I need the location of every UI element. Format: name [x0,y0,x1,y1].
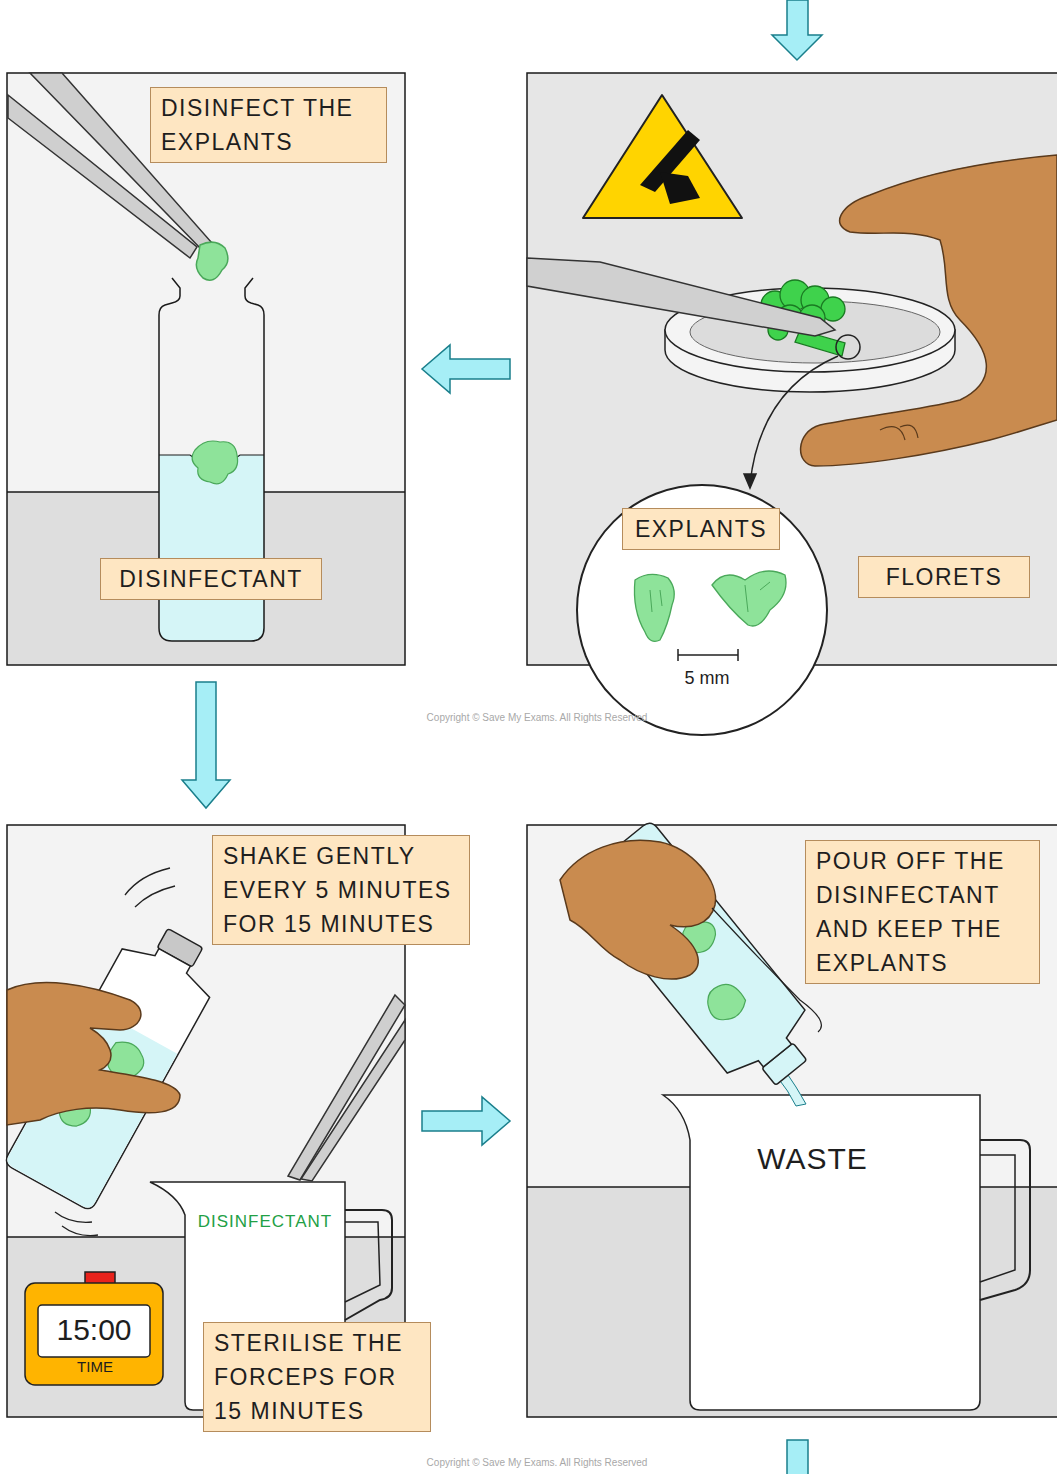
step-panel: POUR OFF THE DISINFECTANT AND KEEP THE E… [527,825,1057,1417]
step-instruction: FLORETS [858,556,1030,598]
panel-border [527,825,1057,1417]
sample-bottle [3,933,218,1212]
beaker [980,1155,1015,1282]
hand [801,155,1057,466]
scalpel [527,258,835,336]
part-label: 5 mm [672,667,742,689]
part-label: WASTE [745,1141,880,1177]
warning-sign [660,172,700,204]
step-instruction: POUR OFF THE DISINFECTANT AND KEEP THE E… [805,840,1040,984]
magnified-view [577,485,827,735]
sample-bottle [700,977,750,1027]
forceps [288,995,405,1180]
step-instruction: EXPLANTS [622,508,780,550]
panel-ground [7,73,405,665]
panel-ground [527,825,1057,1417]
forceps [196,242,228,280]
magnified-view [577,485,827,735]
motion-lines [62,1226,98,1236]
magnified-view [634,574,674,641]
forceps [301,1020,405,1181]
magnify-pointer [836,335,860,359]
flow-arrow [787,1440,808,1474]
magnified-view [650,590,662,612]
panel-border [7,73,405,665]
step-panel: EXPLANTS5 mmFLORETS [527,73,1057,665]
step-panel: SHAKE GENTLY EVERY 5 MINUTES FOR 15 MINU… [7,825,405,1417]
motion-lines [55,1212,92,1222]
warning-sign [583,95,742,218]
step-instruction: DISINFECT THE EXPLANTS [150,87,387,163]
hand [7,983,180,1125]
beaker [663,1095,980,1410]
beaker [980,1140,1030,1300]
hand [560,840,716,979]
panel-ground [7,73,1057,1417]
step-instruction: SHAKE GENTLY EVERY 5 MINUTES FOR 15 MINU… [212,835,470,945]
timer [25,1272,163,1385]
motion-lines [125,868,170,895]
magnified-view [712,571,786,626]
hand [880,425,918,440]
forceps [288,995,405,1181]
hand [801,155,1057,466]
watermark: Copyright © Save My Exams. All Rights Re… [417,712,657,723]
flow-arrow [422,345,510,393]
beaker [345,1210,392,1320]
part-label: DISINFECTANT [175,1211,355,1232]
magnified-view [678,649,738,661]
step-instruction: STERILISE THE FORCEPS FOR 15 MINUTES [203,1322,431,1432]
motion-lines [135,886,175,907]
flow-arrow [772,0,822,60]
timer [38,1305,150,1357]
magnify-pointer [744,335,860,488]
warning-sign [583,95,742,218]
magnify-pointer [744,474,756,488]
sample-bottle [192,441,237,484]
timer [25,1283,163,1385]
magnify-pointer [750,356,838,484]
panel-border [7,73,1057,1417]
magnified-view [745,582,770,612]
beaker [663,1095,1030,1410]
flow-arrow [422,1097,510,1145]
part-label: TIME [65,1358,125,1376]
flow-arrow [182,682,230,808]
step-instruction: DISINFECTANT [100,558,322,600]
hand [560,840,821,1032]
scalpel [527,258,835,336]
sample-bottle [3,914,229,1212]
beaker [345,1222,380,1302]
watermark: Copyright © Save My Exams. All Rights Re… [417,1457,657,1468]
part-label: 15:00 [38,1312,150,1348]
hand [7,983,180,1125]
step-panel: DISINFECT THE EXPLANTS DISINFECTANT [7,73,405,665]
